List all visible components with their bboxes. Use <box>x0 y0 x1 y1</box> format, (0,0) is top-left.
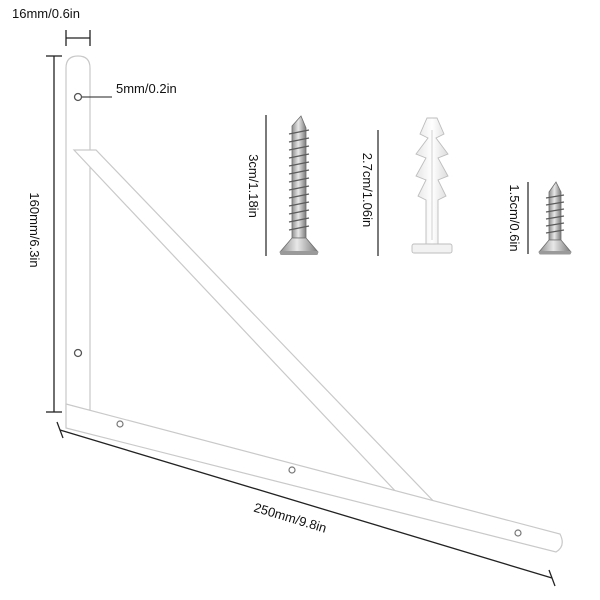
small-screw-label: 1.5cm/0.6in <box>507 184 522 251</box>
bracket-horizontal-arm <box>65 403 563 553</box>
small-screw: 1.5cm/0.6in <box>507 181 572 255</box>
bracket-hole-lower <box>73 348 83 358</box>
width-dimension <box>65 30 91 46</box>
height-label: 160mm/6.3in <box>27 192 42 267</box>
anchor-label: 2.7cm/1.06in <box>360 153 375 227</box>
bracket-hole-arm-1 <box>116 420 124 428</box>
shelf-bracket <box>65 55 563 553</box>
bracket-hole-top <box>73 92 83 102</box>
hole-label: 5mm/0.2in <box>116 81 177 96</box>
length-dimension <box>56 421 556 587</box>
wall-anchor: 2.7cm/1.06in <box>360 117 453 256</box>
large-screw-label: 3cm/1.18in <box>246 154 261 218</box>
bracket-hole-arm-2 <box>288 466 296 474</box>
height-dimension <box>46 55 62 413</box>
length-label: 250mm/9.8in <box>252 500 328 536</box>
bracket-vertical-arm <box>65 55 91 411</box>
large-screw: 3cm/1.18in <box>246 115 319 256</box>
bracket-hole-arm-3 <box>514 529 522 537</box>
width-label: 16mm/0.6in <box>12 6 80 21</box>
